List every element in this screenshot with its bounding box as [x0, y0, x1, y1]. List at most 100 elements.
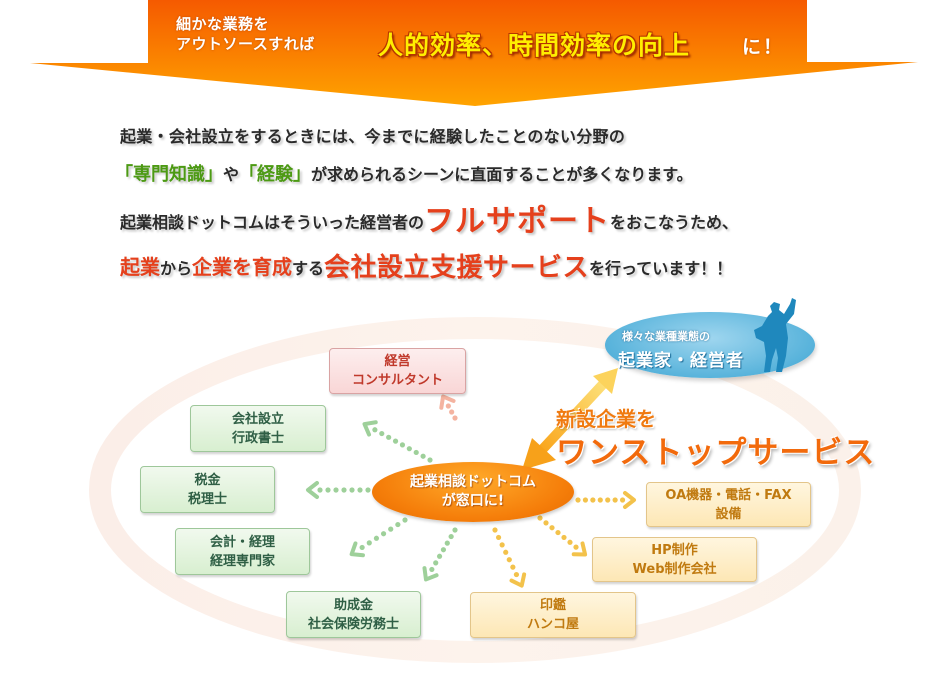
intro-text: 起業相談ドットコムはそういった経営者の [120, 213, 425, 232]
connector-dot [452, 527, 458, 533]
partner-consultant: 経営 コンサルタント [329, 348, 466, 394]
connector-dot [402, 517, 408, 523]
partner-label-2: 行政書士 [231, 430, 284, 446]
connector-dot [380, 531, 387, 537]
partner-zeirishi: 税金 税理士 [140, 466, 275, 513]
partner-oa: OA機器・電話・FAX 設備 [646, 482, 811, 527]
connector-dot [543, 520, 549, 526]
banner-sub-line1: 細かな業務を [176, 15, 270, 33]
connector-hanko [492, 527, 527, 588]
connector-dot [359, 544, 365, 551]
chevron-arrow-icon [349, 541, 365, 558]
connector-dot [575, 497, 581, 503]
partner-label-2: コンサルタント [351, 373, 443, 388]
partner-label-1: OA機器・電話・FAX [665, 487, 792, 503]
onestop-line-1: 新設企業を [556, 407, 656, 431]
connector-web [537, 515, 588, 557]
connector-dot [440, 547, 447, 553]
chevron-arrow-icon [306, 481, 319, 499]
partner-label-1: 会社設立 [231, 411, 284, 427]
connector-dot [510, 564, 516, 570]
connector-gyosei [362, 420, 433, 463]
connector-dot [452, 415, 458, 421]
connector-keiri [349, 517, 408, 558]
connector-dot [573, 544, 579, 550]
connector-dot [429, 566, 435, 573]
connector-dot [612, 497, 618, 503]
chevron-arrow-icon [571, 541, 588, 557]
connector-dot [406, 446, 412, 452]
emphasis-kigyo: 起業 [120, 255, 160, 279]
entrepreneur-title: 起業家・経営者 [618, 351, 744, 371]
connector-dot [449, 409, 455, 415]
connector-dot [448, 533, 454, 540]
service-diagram: 様々な業種業態の 起業家・経営者 新設企業を ワンストップサービス 起業相談ドッ… [0, 290, 950, 682]
banner-highlight: 人的効率、時間効率の向上 [378, 31, 691, 60]
intro-line-2: 「専門知識」や「経験」が求められるシーンに直面することが多くなります。 [115, 160, 693, 186]
connector-dot [561, 534, 567, 541]
connector-dot [567, 539, 573, 545]
dotted-connectors [306, 394, 636, 588]
partner-web: HP制作 Web制作会社 [592, 537, 757, 582]
partner-label-2: 税理士 [187, 491, 227, 507]
chevron-arrow-icon [362, 420, 378, 437]
connector-dot [372, 427, 378, 433]
connector-dot [373, 535, 380, 541]
connector-dot [333, 487, 339, 493]
banner-suffix: に！ [742, 36, 785, 58]
hub-kigyo-soudan: 起業相談ドットコム が窓口に! [372, 462, 574, 522]
emphasis-experience: 「経験」 [239, 164, 312, 185]
connector-dot [392, 438, 399, 444]
connector-dot [537, 515, 543, 521]
intro-text: が求められるシーンに直面することが多くなります。 [311, 165, 693, 184]
connector-dot [503, 549, 509, 555]
ring-decoration [89, 317, 861, 663]
banner-arrow-shape [30, 0, 918, 106]
partner-label-1: 助成金 [333, 597, 373, 613]
intro-text: をおこなうため、 [610, 213, 739, 232]
partner-label-2: 設備 [715, 506, 742, 522]
connector-dot [357, 487, 363, 493]
entrepreneur-subtitle: 様々な業種業態の [622, 330, 710, 343]
connector-dot [605, 497, 611, 503]
partner-label-2: Web制作会社 [632, 561, 717, 577]
connector-dot [445, 403, 451, 409]
connector-dot [619, 497, 626, 503]
hub-line-1: 起業相談ドットコム [410, 474, 536, 490]
emphasis-full-support: フルサポート [424, 204, 611, 239]
partner-sharoushi: 助成金 社会保険労務士 [286, 591, 421, 638]
chevron-arrow-icon [422, 566, 439, 582]
emphasis-service: 会社設立支援サービス [324, 253, 590, 283]
connector-dot [388, 526, 394, 532]
partner-keiri: 会計・経理 経理専門家 [175, 528, 310, 575]
banner-sub-line2: アウトソースすれば [176, 35, 315, 53]
partner-label-2: ハンコ屋 [526, 617, 579, 632]
connector-dot [549, 525, 555, 531]
connector-dot [582, 497, 589, 503]
connector-dot [325, 487, 331, 493]
connector-dot [399, 442, 406, 448]
diagram-background [89, 317, 861, 663]
emphasis-ikusei: 企業を育成 [192, 255, 293, 279]
connector-dot [379, 430, 385, 437]
intro-text: する [292, 259, 325, 278]
connector-dot [395, 521, 401, 528]
partner-label-1: 会計・経理 [209, 534, 275, 550]
partner-label-1: 税金 [194, 472, 221, 488]
connector-dot [436, 553, 443, 559]
partner-label-1: 経営 [384, 354, 411, 369]
partner-gyosei: 会社設立 行政書士 [190, 405, 326, 452]
connector-dot [413, 449, 419, 456]
connector-zeirishi [306, 481, 371, 499]
connector-dot [495, 534, 502, 541]
chevron-arrow-icon [623, 491, 636, 509]
onestop-line-2: ワンストップサービス [556, 435, 876, 471]
connector-oa [575, 491, 636, 509]
partner-label-1: 印鑑 [539, 598, 566, 613]
intro-line-4: 起業から企業を育成する会社設立支援サービスを行っています！！ [120, 247, 732, 284]
connector-dot [499, 542, 505, 548]
connector-dot [492, 527, 498, 533]
banner-subtitle: 細かな業務を アウトソースすれば [176, 14, 315, 54]
partner-label-2: 社会保険労務士 [307, 616, 399, 632]
connector-sharoushi [422, 527, 458, 582]
